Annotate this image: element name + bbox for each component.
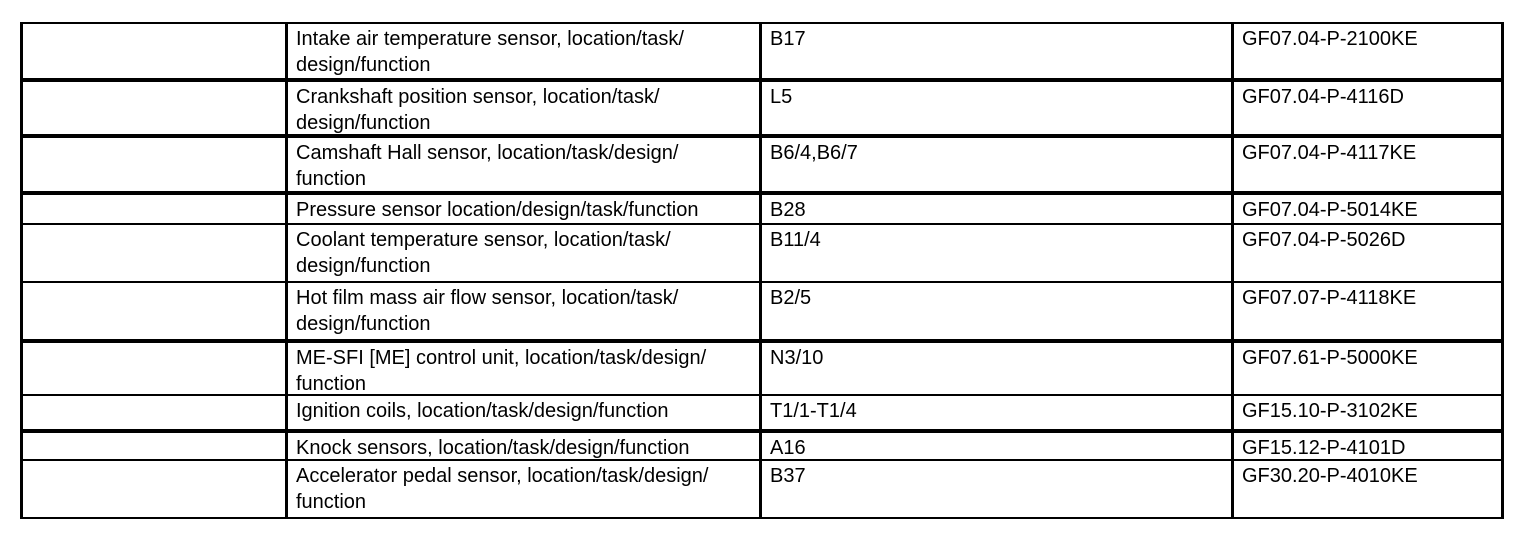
component-code-cell: N3/10 xyxy=(762,343,1234,394)
empty-cell xyxy=(23,461,288,517)
description-cell: Ignition coils, location/task/design/fun… xyxy=(288,396,762,429)
description-cell: Crankshaft position sensor, location/tas… xyxy=(288,82,762,134)
description-cell: Intake air temperature sensor, location/… xyxy=(288,24,762,78)
component-code-cell: B2/5 xyxy=(762,283,1234,339)
component-code-cell: B28 xyxy=(762,195,1234,223)
component-code-cell: B17 xyxy=(762,24,1234,78)
empty-cell xyxy=(23,433,288,459)
description-cell: Coolant temperature sensor, location/tas… xyxy=(288,225,762,281)
document-ref-cell: GF07.04-P-4116D xyxy=(1242,86,1404,108)
document-ref-cell: GF15.10-P-3102KE xyxy=(1242,400,1418,422)
empty-cell xyxy=(23,283,288,339)
table-row: Ignition coils, location/task/design/fun… xyxy=(23,394,1501,429)
empty-cell xyxy=(23,225,288,281)
component-code-cell: L5 xyxy=(762,82,1234,134)
description-cell: Knock sensors, location/task/design/func… xyxy=(288,433,762,459)
empty-cell xyxy=(23,82,288,134)
document-ref-cell: GF07.07-P-4118KE xyxy=(1242,287,1417,309)
empty-cell xyxy=(23,396,288,429)
empty-cell xyxy=(23,343,288,394)
table-row: Coolant temperature sensor, location/tas… xyxy=(23,223,1501,281)
table-row: ME-SFI [ME] control unit, location/task/… xyxy=(23,339,1501,394)
empty-cell xyxy=(23,24,288,78)
table-row: Hot film mass air flow sensor, location/… xyxy=(23,281,1501,339)
document-ref-cell: GF07.61-P-5000KE xyxy=(1242,347,1418,369)
description-cell: Pressure sensor location/design/task/fun… xyxy=(288,195,762,223)
component-index-table: Intake air temperature sensor, location/… xyxy=(20,22,1504,519)
document-ref-cell: GF07.04-P-2100KE xyxy=(1242,28,1418,50)
component-code-cell: A16 xyxy=(762,433,1234,459)
component-code-cell: B6/4,B6/7 xyxy=(762,138,1234,191)
document-ref-cell: GF15.12-P-4101D xyxy=(1242,437,1406,459)
document-ref-cell: GF07.04-P-5014KE xyxy=(1242,199,1418,221)
document-ref-cell: GF30.20-P-4010KE xyxy=(1242,465,1418,487)
table-row: Camshaft Hall sensor, location/task/desi… xyxy=(23,134,1501,191)
description-cell: Accelerator pedal sensor, location/task/… xyxy=(288,461,762,517)
table-row: Knock sensors, location/task/design/func… xyxy=(23,429,1501,459)
table-row: Accelerator pedal sensor, location/task/… xyxy=(23,459,1501,517)
description-cell: ME-SFI [ME] control unit, location/task/… xyxy=(288,343,762,394)
table-row: Intake air temperature sensor, location/… xyxy=(23,24,1501,78)
component-code-cell: B37 xyxy=(762,461,1234,517)
description-cell: Camshaft Hall sensor, location/task/desi… xyxy=(288,138,762,191)
empty-cell xyxy=(23,195,288,223)
component-code-cell: T1/1-T1/4 xyxy=(762,396,1234,429)
empty-cell xyxy=(23,138,288,191)
component-code-cell: B11/4 xyxy=(762,225,1234,281)
document-ref-cell: GF07.04-P-4117KE xyxy=(1242,142,1417,164)
table-row: Crankshaft position sensor, location/tas… xyxy=(23,78,1501,134)
description-cell: Hot film mass air flow sensor, location/… xyxy=(288,283,762,339)
document-ref-cell: GF07.04-P-5026D xyxy=(1242,229,1406,251)
table-row: Pressure sensor location/design/task/fun… xyxy=(23,191,1501,223)
